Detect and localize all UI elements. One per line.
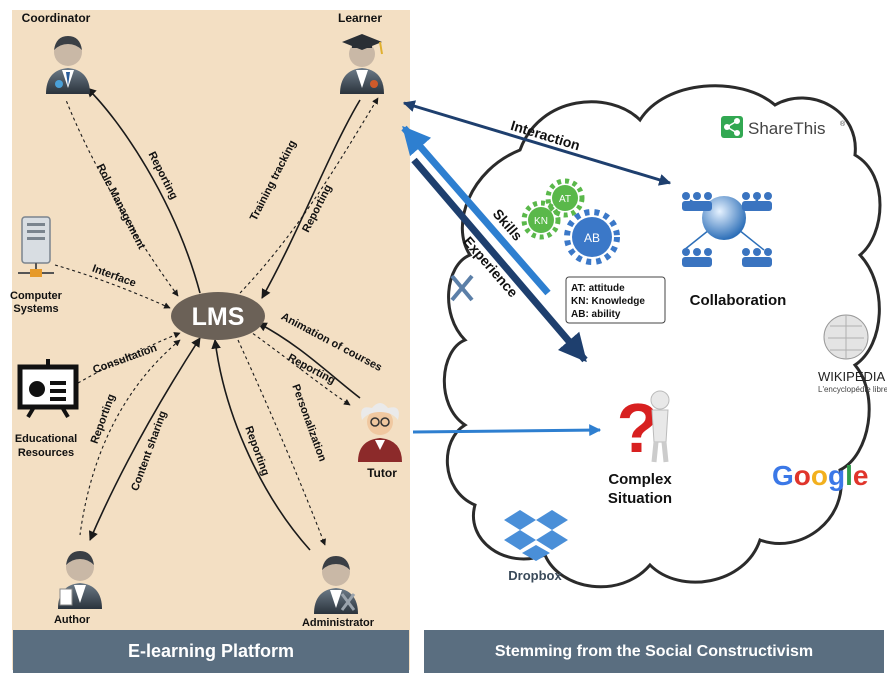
author-label: Author <box>54 614 91 626</box>
tutor-icon <box>358 403 402 462</box>
wikipedia-tagline: L'encyclopédie libre <box>818 385 887 394</box>
gear-at-label: AT <box>559 194 571 205</box>
social-title: Stemming from the Social Constructivism <box>494 642 814 660</box>
cross-links <box>401 100 672 437</box>
lms-label: LMS <box>192 303 245 331</box>
platform-title-banner: E-learning Platform <box>13 630 409 673</box>
social-title-banner: Stemming from the Social Constructivism <box>424 630 884 673</box>
google-logo: Google <box>772 460 868 491</box>
coordinator-icon <box>46 36 90 94</box>
administrator-icon <box>314 556 358 614</box>
administrator-label: Administrator <box>302 617 375 629</box>
computer-systems-label-1: Computer <box>10 290 63 302</box>
complex-situation-icon: ? <box>617 389 670 467</box>
sharethis-text: ShareThis <box>748 119 825 138</box>
dropbox-logo: Dropbox <box>504 510 568 583</box>
sharethis-mark: ® <box>840 120 846 128</box>
interaction-arrow <box>402 100 672 186</box>
gears-icon: AT KN AB <box>521 178 620 265</box>
complex-situation-label-2: Situation <box>608 490 672 507</box>
learner-label: Learner <box>338 11 382 25</box>
platform-links <box>54 87 379 551</box>
gear-ab-label: AB <box>584 231 600 245</box>
collaboration-network-icon <box>682 192 772 267</box>
tools-icon <box>450 274 474 302</box>
coordinator-label: Coordinator <box>22 11 91 25</box>
computer-systems-icon <box>18 216 54 277</box>
dropbox-text: Dropbox <box>508 568 562 583</box>
sharethis-logo: ShareThis ® <box>721 116 846 138</box>
lms-hub: LMS <box>171 292 265 340</box>
wikipedia-wordmark: WIKIPEDIA <box>818 369 886 384</box>
legend-ab: AB: ability <box>571 309 621 320</box>
gear-kn-label: KN <box>534 216 548 227</box>
social-cloud <box>442 84 882 589</box>
tutor-label: Tutor <box>367 466 397 480</box>
experience-arrow <box>411 157 588 363</box>
computer-systems-label-2: Systems <box>13 303 58 315</box>
complex-situation-label-1: Complex <box>608 471 672 488</box>
legend-at: AT: attitude <box>571 283 625 294</box>
google-wordmark: Google <box>772 460 868 491</box>
educational-resources-icon <box>17 359 79 419</box>
platform-title: E-learning Platform <box>127 641 295 661</box>
legend-kn: KN: Knowledge <box>571 296 645 307</box>
author-icon <box>58 551 102 609</box>
gear-kn: KN <box>521 200 561 240</box>
wikipedia-logo: WIKIPEDIA L'encyclopédie libre <box>818 314 887 394</box>
gear-legend: AT: attitude KN: Knowledge AB: ability <box>565 276 666 324</box>
educational-resources-label-2: Resources <box>18 447 74 459</box>
skills-arrow <box>401 125 551 296</box>
gear-at: AT <box>545 178 585 218</box>
educational-resources-label-1: Educational <box>15 433 77 445</box>
tutor-to-situation-arrow <box>412 424 602 437</box>
gear-ab: AB <box>564 209 620 265</box>
learner-icon <box>340 34 384 94</box>
collaboration-label: Collaboration <box>690 292 787 309</box>
